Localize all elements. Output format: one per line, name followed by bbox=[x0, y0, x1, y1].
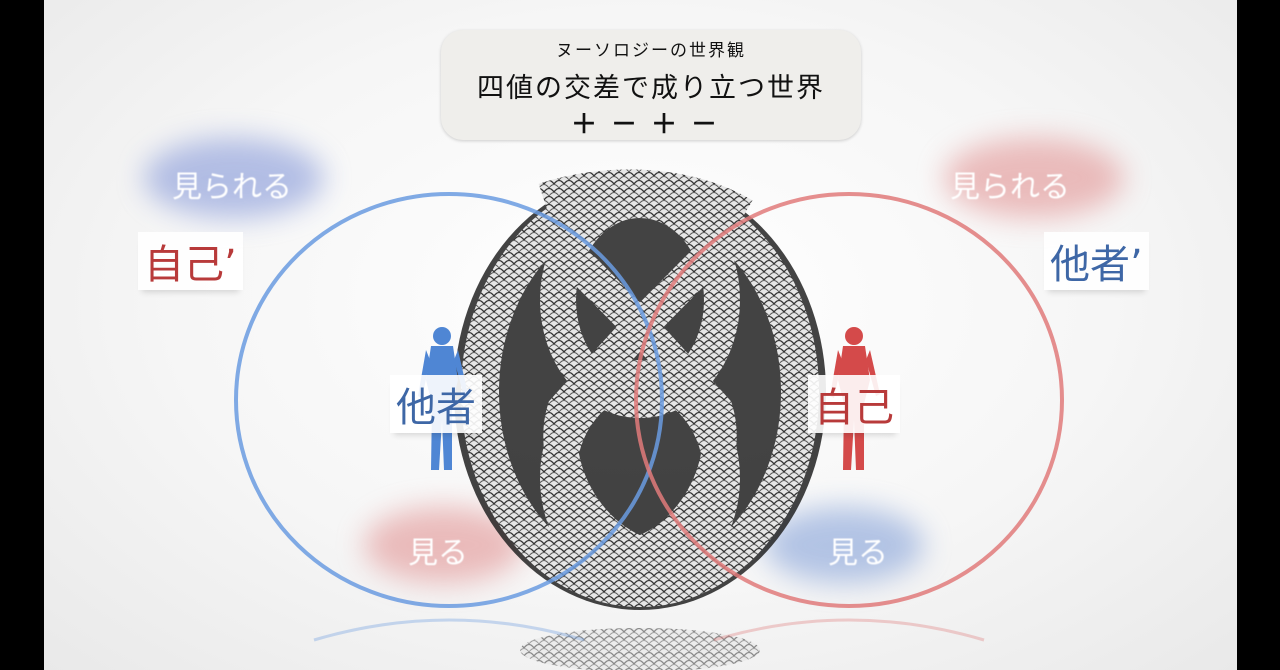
label-right-see: 見る bbox=[828, 536, 888, 571]
title-main: 四値の交差で成り立つ世界 bbox=[477, 73, 825, 104]
blue-circle bbox=[234, 192, 664, 608]
label-self-prime: 自己’ bbox=[138, 232, 243, 290]
blob-right-bottom bbox=[764, 507, 924, 583]
label-other: 他者 bbox=[390, 375, 482, 433]
label-other-prime: 他者’ bbox=[1044, 232, 1149, 290]
diagram-art bbox=[144, 138, 1124, 670]
label-right-seen: 見られる bbox=[950, 170, 1070, 205]
blob-right-top bbox=[944, 138, 1124, 218]
slide: ヌーソロジーの世界観 四値の交差で成り立つ世界 ＋－＋－ 見られる 見られる 見… bbox=[44, 0, 1237, 670]
red-circle bbox=[634, 192, 1064, 608]
blob-left-bottom bbox=[364, 507, 524, 583]
label-left-seen: 見られる bbox=[172, 170, 292, 205]
label-left-see: 見る bbox=[408, 536, 468, 571]
title-box: ヌーソロジーの世界観 四値の交差で成り立つ世界 ＋－＋－ bbox=[441, 30, 861, 140]
title-subtitle: ヌーソロジーの世界観 bbox=[556, 41, 746, 61]
blob-left-top bbox=[144, 138, 324, 218]
title-signs: ＋－＋－ bbox=[570, 110, 731, 140]
label-self: 自己 bbox=[808, 375, 900, 433]
